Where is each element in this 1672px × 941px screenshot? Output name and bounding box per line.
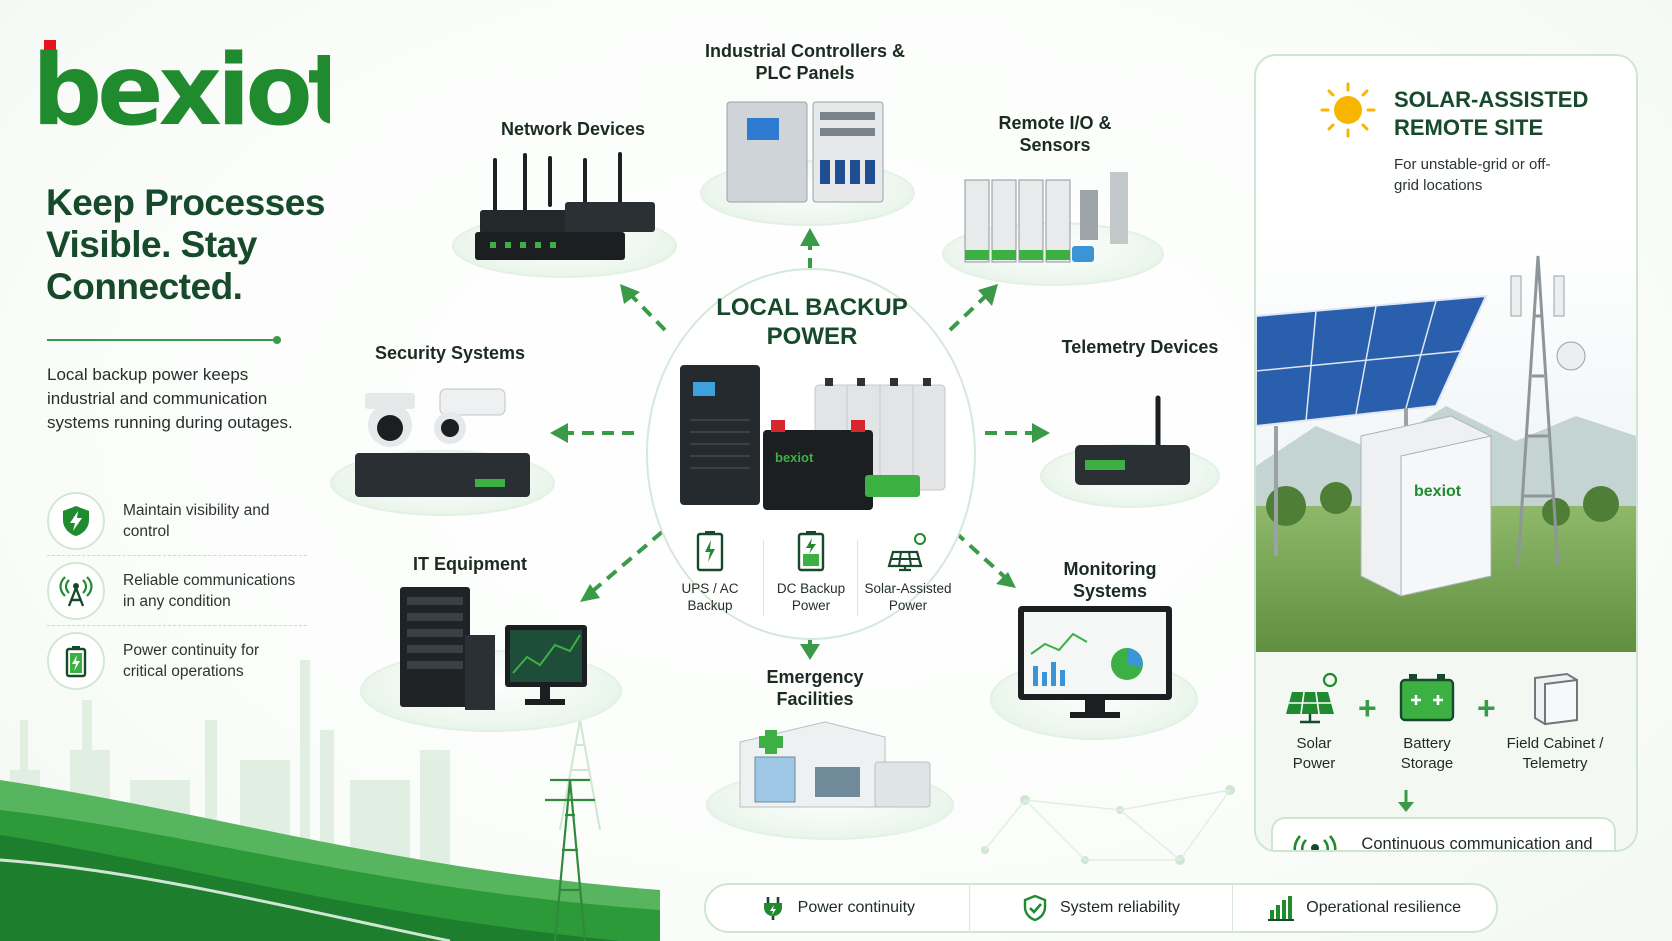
hub-option-label: DC Backup Power — [776, 581, 846, 613]
page-headline: Keep Processes Visible. Stay Connected. — [46, 182, 325, 307]
benefit-label: Power continuity — [797, 899, 916, 916]
hub-option-ups: UPS / AC Backup — [664, 530, 756, 614]
hub-divider — [763, 540, 764, 616]
telemetry-device-illustration — [1075, 395, 1190, 485]
benefit-label: System reliability — [1059, 899, 1181, 916]
node-label-remote-io: Remote I/O & Sensors — [998, 113, 1112, 155]
remote-io-illustration — [964, 172, 1128, 263]
dc-battery-icon — [797, 531, 825, 572]
shield-bolt-icon — [47, 491, 105, 550]
industrial-skyline-illustration — [0, 660, 660, 941]
feature-item: Power continuity for critical operations — [47, 626, 307, 696]
solar-panel-icon — [887, 533, 926, 572]
hub-title: LOCAL BACKUP POWER — [716, 294, 908, 350]
field-cabinet-icon — [1534, 672, 1578, 726]
logo-wordmark: bexiot — [32, 34, 358, 148]
solar-site-panel: SOLAR-ASSISTED REMOTE SITE For unstable-… — [1254, 54, 1638, 852]
benefit-label: Operational resilience — [1306, 899, 1462, 916]
node-label-security-systems: Security Systems — [374, 343, 526, 363]
component-label: Battery Storage — [1400, 735, 1454, 772]
logo-red-accent — [44, 40, 56, 66]
intro-text: Local backup power keeps industrial and … — [47, 365, 293, 432]
solar-site-scene: bexiot — [1256, 236, 1636, 652]
it-equipment-illustration — [400, 587, 587, 710]
result-text: Continuous communication and data visibi… — [1361, 835, 1593, 852]
headline-divider — [47, 336, 281, 344]
antenna-icon — [1293, 835, 1337, 850]
feature-list: Maintain visibility and control Reliable… — [47, 486, 307, 696]
component-battery-storage: Battery Storage — [1386, 670, 1468, 774]
feature-item: Reliable communications in any condition — [47, 556, 307, 626]
solar-site-title: SOLAR-ASSISTED REMOTE SITE — [1394, 87, 1589, 140]
result-box: Continuous communication and data visibi… — [1271, 817, 1616, 852]
telecom-tower — [1516, 255, 1560, 567]
ups-cabinet — [680, 365, 760, 505]
benefit-operational-resilience: Operational resilience — [1233, 885, 1496, 931]
ups-icon — [696, 531, 724, 572]
node-label-text: Industrial Controllers & PLC Panels — [704, 41, 906, 83]
feature-text: Reliable communications in any condition — [123, 571, 296, 610]
component-label: Solar Power — [1292, 735, 1336, 772]
hub-option-label: Solar-Assisted Power — [864, 581, 952, 613]
transmission-tower — [545, 778, 595, 941]
plc-panel-illustration — [726, 101, 884, 203]
plus-sign: + — [1358, 690, 1377, 726]
dc-battery — [763, 430, 873, 510]
node-label-telemetry-devices: Telemetry Devices — [1061, 337, 1219, 357]
node-label-emergency-facilities: Emergency Facilities — [766, 667, 864, 709]
brand-logo: bexiot — [30, 34, 358, 148]
monitoring-system-illustration — [1018, 606, 1172, 718]
battery-brand: bexiot — [775, 450, 814, 465]
component-field-cabinet: Field Cabinet / Telemetry — [1500, 670, 1610, 774]
component-solar-power: Solar Power — [1278, 670, 1350, 774]
plus-sign: + — [1477, 690, 1496, 726]
hub-option-solar: Solar-Assisted Power — [856, 530, 960, 614]
backup-power-equipment: bexiot — [680, 365, 946, 510]
down-arrow-icon — [1398, 790, 1414, 812]
sun-icon — [1320, 82, 1376, 138]
battery-icon — [1399, 674, 1455, 722]
network-dots — [981, 785, 1235, 865]
solar-site-subtitle: For unstable-grid or off-grid locations — [1394, 156, 1551, 194]
hub-divider — [857, 540, 858, 616]
plug-icon — [763, 897, 782, 920]
hub-option-label: UPS / AC Backup — [681, 581, 739, 613]
battery-icon — [47, 632, 105, 690]
shield-check-icon — [1023, 895, 1047, 921]
bar-chart-icon — [1268, 896, 1295, 921]
cabinet-logo: bexiot — [1414, 483, 1462, 500]
feature-item: Maintain visibility and control — [47, 486, 307, 556]
benefit-power-continuity: Power continuity — [706, 885, 970, 931]
node-label-network-devices: Network Devices — [500, 119, 646, 139]
solar-components: Solar Power + Battery Storage + Field Ca… — [1256, 652, 1636, 852]
charge-controller — [865, 475, 920, 497]
benefit-system-reliability: System reliability — [970, 885, 1234, 931]
emergency-facility-illustration — [739, 721, 931, 808]
solar-panel-icon — [1286, 672, 1338, 724]
node-label-industrial-controllers: Industrial Controllers & PLC Panels — [700, 40, 910, 84]
hub-option-dc: DC Backup Power — [765, 530, 857, 614]
feature-text: Power continuity for critical operations — [123, 642, 260, 680]
security-systems-illustration — [355, 388, 530, 497]
antenna-icon — [47, 561, 105, 620]
logo-text: bexiot — [32, 38, 330, 138]
field-cabinet: bexiot — [1360, 415, 1492, 597]
node-label-monitoring-systems: Monitoring Systems — [1063, 559, 1157, 601]
network-devices-illustration — [475, 152, 655, 260]
feature-text: Maintain visibility and control — [123, 501, 270, 540]
footer-benefits-bar: Power continuity System reliability Oper… — [704, 883, 1498, 933]
node-label-it-equipment: IT Equipment — [413, 554, 527, 574]
component-label: Field Cabinet / Telemetry — [1506, 735, 1604, 772]
